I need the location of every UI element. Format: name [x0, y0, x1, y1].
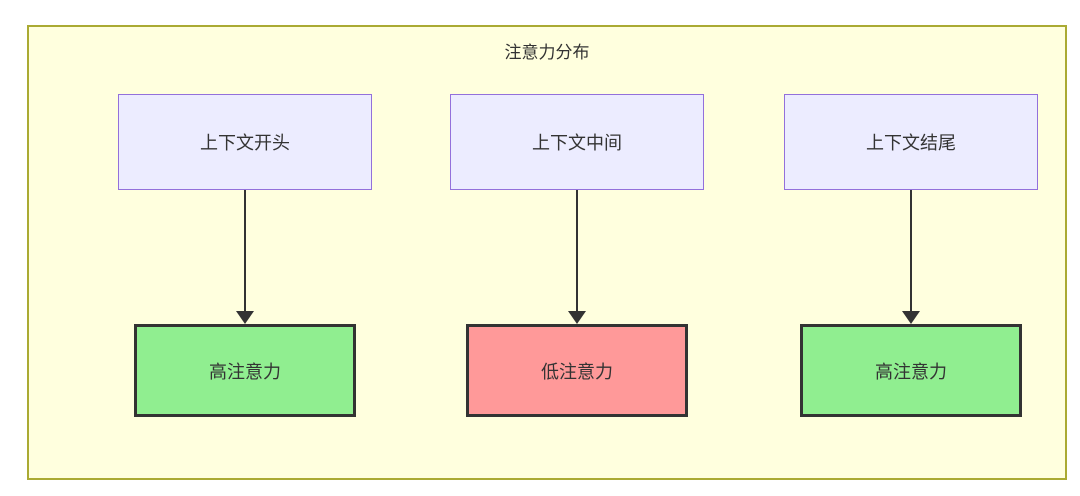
node-context-middle-label: 上下文中间	[532, 133, 622, 153]
flow-column-context-start: 上下文开头 高注意力	[95, 94, 395, 417]
arrowhead-down-icon	[236, 311, 254, 324]
arrow-middle-to-low-icon	[568, 190, 586, 324]
node-low-attention: 低注意力	[466, 324, 688, 417]
flow-column-context-middle: 上下文中间 低注意力	[427, 94, 727, 417]
node-high-attention-1-label: 高注意力	[209, 361, 281, 382]
node-high-attention-1: 高注意力	[134, 324, 356, 417]
attention-distribution-cluster: 注意力分布 上下文开头 高注意力 上下文中间 低注意力	[27, 25, 1067, 480]
node-context-middle: 上下文中间	[450, 94, 704, 190]
node-high-attention-2-label: 高注意力	[875, 361, 947, 382]
cluster-title: 注意力分布	[504, 43, 590, 62]
arrow-shaft	[244, 190, 246, 311]
node-high-attention-2: 高注意力	[800, 324, 1022, 417]
node-context-end-label: 上下文结尾	[866, 133, 956, 153]
node-context-end: 上下文结尾	[784, 94, 1038, 190]
flow-column-context-end: 上下文结尾 高注意力	[761, 94, 1061, 417]
arrow-shaft	[576, 190, 578, 311]
arrow-start-to-high-icon	[236, 190, 254, 324]
arrow-shaft	[910, 190, 912, 311]
node-context-start-label: 上下文开头	[200, 133, 290, 153]
arrowhead-down-icon	[568, 311, 586, 324]
arrow-end-to-high-icon	[902, 190, 920, 324]
node-context-start: 上下文开头	[118, 94, 372, 190]
arrowhead-down-icon	[902, 311, 920, 324]
node-low-attention-label: 低注意力	[541, 361, 613, 382]
